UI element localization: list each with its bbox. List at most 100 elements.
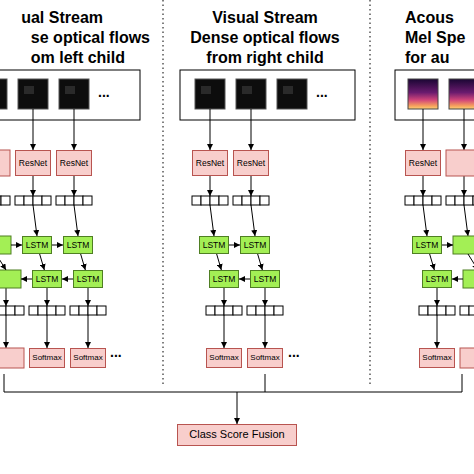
output-vector [6, 306, 15, 315]
optical-flow-detail [242, 86, 252, 94]
node-text: LSTM [203, 241, 226, 250]
lstm-cell: LSTM [22, 236, 52, 254]
flow-arrow [229, 245, 240, 246]
node-text: Softmax [73, 354, 102, 362]
optical-flow-frame [277, 79, 307, 109]
ellipsis: ... [316, 84, 346, 100]
panel-title: for au [405, 49, 474, 67]
optical-flow-detail [201, 86, 211, 94]
feature-arrow [464, 205, 468, 236]
output-vector [29, 306, 38, 315]
flow-arrow [430, 254, 435, 270]
lstm-cell-cropped [0, 270, 21, 288]
output-vector [419, 306, 428, 315]
spectrogram-frame [408, 79, 438, 109]
optical-flow-frame [236, 79, 266, 109]
frame-arrow [210, 109, 211, 150]
flow-arrow [258, 254, 263, 270]
output-vector [206, 306, 215, 315]
output-vector [38, 306, 47, 315]
output-vector [256, 306, 265, 315]
lstm-arrow [442, 245, 453, 246]
output-vector [469, 306, 474, 315]
feature-arrow [74, 205, 78, 236]
output-vector [97, 306, 106, 315]
node-text: ResNet [196, 159, 224, 168]
lstm-cell-cropped [0, 236, 11, 254]
panel-title: ual Stream [0, 9, 103, 27]
flow-arrow [52, 245, 63, 246]
flow-arrow [217, 254, 222, 270]
frame-arrow [423, 109, 424, 150]
feature-vector [455, 196, 464, 205]
feature-vector [210, 196, 219, 205]
output-vector [446, 306, 455, 315]
frame-strip [395, 70, 474, 120]
node-text: LSTM [67, 241, 90, 250]
node-text: LSTM [254, 275, 277, 284]
output-vector [0, 306, 6, 315]
softmax-box: Softmax [247, 348, 283, 368]
feature-vector [260, 196, 269, 205]
feature-arrow [74, 176, 75, 196]
feature-arrow [464, 176, 465, 196]
frame-strip [180, 70, 355, 120]
output-vector [15, 306, 24, 315]
lstm-cell-cropped [453, 236, 474, 254]
feature-arrow [33, 176, 34, 196]
node-text: LSTM [244, 241, 267, 250]
node-text: ResNet [19, 159, 47, 168]
output-vector [247, 306, 256, 315]
lstm-arrow [11, 245, 22, 246]
feature-vector [233, 196, 242, 205]
lstm-cell: LSTM [209, 270, 239, 288]
output-vector [47, 306, 56, 315]
panel-title: from right child [165, 49, 365, 67]
output-vector [460, 306, 469, 315]
node-text: LSTM [26, 241, 49, 250]
frame-arrow [251, 109, 252, 150]
node-text: LSTM [213, 275, 236, 284]
node-text: ResNet [60, 159, 88, 168]
output-vector [428, 306, 437, 315]
resnet-box: ResNet [15, 150, 51, 176]
lstm-cell: LSTM [240, 236, 270, 254]
node-text: LSTM [36, 275, 59, 284]
feature-vector [251, 196, 260, 205]
fusion-bracket [4, 392, 462, 393]
output-arrow [6, 315, 7, 348]
softmax-box-cropped [0, 348, 24, 368]
output-vector [56, 306, 65, 315]
node-text: Softmax [422, 354, 451, 362]
lstm-cell: LSTM [199, 236, 229, 254]
flow-arrow [81, 254, 86, 270]
feature-vector [423, 196, 432, 205]
feature-vector [464, 196, 473, 205]
panel-title: om left child [0, 49, 125, 67]
node-text: Softmax [250, 354, 279, 362]
feature-arrow [251, 176, 252, 196]
softmax-box: Softmax [206, 348, 242, 368]
feature-vector [15, 196, 24, 205]
lstm-cell-cropped [463, 270, 474, 288]
feature-vector [432, 196, 441, 205]
output-vector [215, 306, 224, 315]
lstm-cell: LSTM [32, 270, 62, 288]
output-arrow [88, 288, 89, 306]
ellipsis: ... [288, 344, 318, 360]
output-arrow [265, 288, 266, 306]
softmax-box: Softmax [29, 348, 65, 368]
output-arrow [224, 288, 225, 306]
output-arrow [437, 315, 438, 348]
flow-arrow [239, 279, 250, 280]
feature-vector [446, 196, 455, 205]
lstm-cell: LSTM [63, 236, 93, 254]
panel-title: se optical flows [0, 29, 150, 47]
panel-separator [370, 0, 371, 385]
output-arrow [6, 288, 7, 306]
lstm-cell: LSTM [422, 270, 452, 288]
softmax-box: Softmax [70, 348, 106, 368]
feature-vector [192, 196, 201, 205]
fusion-bracket [462, 374, 463, 392]
feature-arrow [210, 176, 211, 196]
